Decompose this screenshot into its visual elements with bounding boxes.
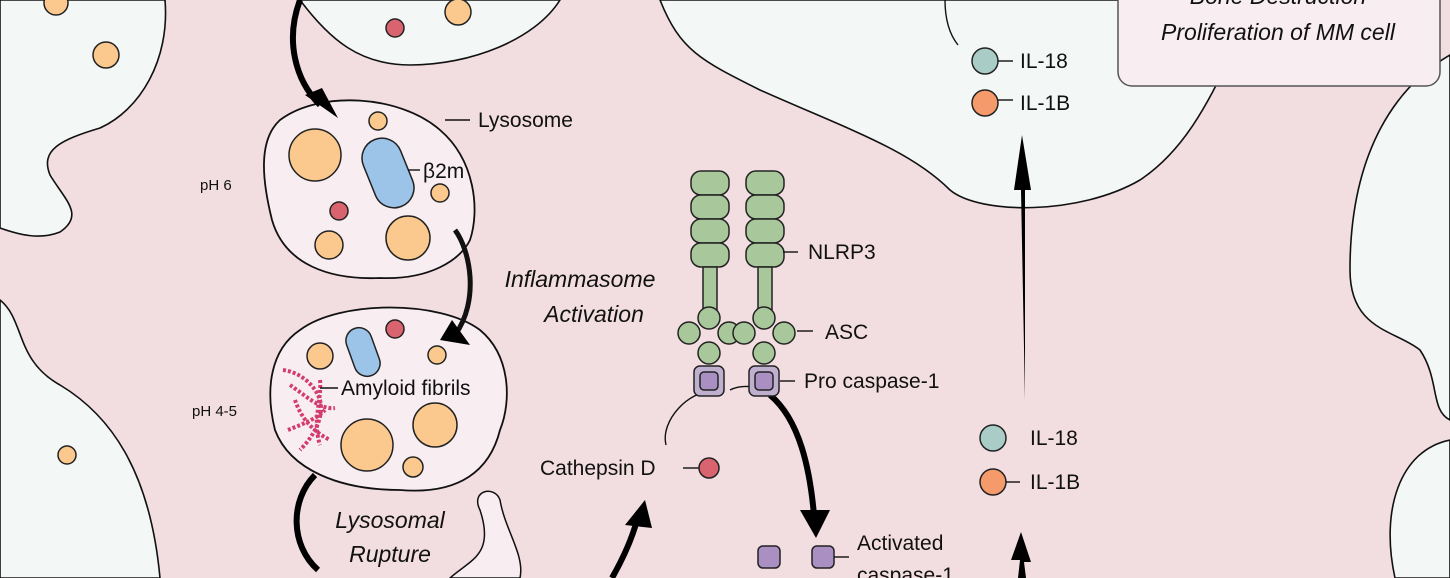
particle <box>385 18 405 38</box>
particle <box>385 215 431 261</box>
cell-region-bottom-center <box>448 490 522 578</box>
label-bone-destruction: Bone Destruction <box>1190 0 1366 9</box>
label-lysosome: Lysosome <box>478 109 573 132</box>
il1b-molecule <box>979 468 1007 496</box>
particle <box>340 418 394 472</box>
amyloid-fibrils <box>282 368 336 452</box>
label-proliferation: Proliferation of MM cell <box>1161 19 1396 45</box>
cathepsin-d-molecule <box>698 457 720 479</box>
label-il1b-mid: IL-1B <box>1030 471 1080 494</box>
arrow <box>768 392 817 516</box>
particle <box>314 230 344 260</box>
particle <box>43 0 69 16</box>
il18-molecule <box>979 424 1007 452</box>
arrow-head <box>440 320 470 345</box>
particle <box>92 41 120 69</box>
particle <box>57 445 77 465</box>
b2m-protein <box>361 137 415 209</box>
cell-region-bottom-left <box>0 298 161 578</box>
arrow-head <box>800 510 830 538</box>
label-inflammasome: Inflammasome <box>505 266 656 292</box>
particle <box>329 201 349 221</box>
arrow-up <box>1011 532 1031 578</box>
label-activated: Activated <box>857 532 943 555</box>
label-rupture: Rupture <box>349 541 431 567</box>
particle <box>288 128 342 182</box>
il18-molecule <box>971 47 999 75</box>
top-curve-line <box>944 0 959 46</box>
label-il18-top: IL-18 <box>1020 50 1068 73</box>
cell-region-right <box>1349 54 1450 421</box>
label-il1b-top: IL-1B <box>1020 92 1070 115</box>
b2m-protein <box>345 326 381 378</box>
cell-region-top-left <box>0 0 167 237</box>
activated-caspase <box>757 545 781 569</box>
particle <box>368 111 388 131</box>
label-lysosomal: Lysosomal <box>335 507 445 533</box>
arrow-up <box>1014 135 1031 400</box>
activated-caspase <box>811 545 835 569</box>
label-il18-mid: IL-18 <box>1030 427 1078 450</box>
particle <box>402 456 424 478</box>
label-b2m: β2m <box>423 160 464 183</box>
label-pro-caspase: Pro caspase-1 <box>804 370 939 393</box>
cell-region-top-right <box>659 0 1261 209</box>
nlrp3-complex <box>677 170 796 397</box>
arrow <box>609 519 640 578</box>
particle <box>444 0 472 26</box>
particle <box>430 183 450 203</box>
cell-region-bottom-right <box>1389 439 1450 578</box>
label-ph45: pH 4-5 <box>192 403 237 420</box>
label-asc: ASC <box>825 321 868 344</box>
label-nlrp3: NLRP3 <box>808 241 876 264</box>
il1b-molecule <box>971 89 999 117</box>
label-cathepsin-d: Cathepsin D <box>540 457 656 480</box>
label-caspase-1: caspase-1 <box>857 564 954 578</box>
arrow <box>293 472 321 573</box>
arrow <box>452 228 473 337</box>
arrow-head <box>305 88 338 118</box>
particle <box>427 345 447 365</box>
label-amyloid-fibrils: Amyloid fibrils <box>341 377 471 400</box>
arrow-head <box>625 500 652 528</box>
label-ph6: pH 6 <box>200 177 232 194</box>
label-activation: Activation <box>542 301 644 327</box>
cell-region-top-center <box>298 0 561 66</box>
particle <box>306 342 334 370</box>
particle <box>412 402 458 448</box>
outcome-box <box>1117 0 1441 87</box>
particle <box>385 319 405 339</box>
